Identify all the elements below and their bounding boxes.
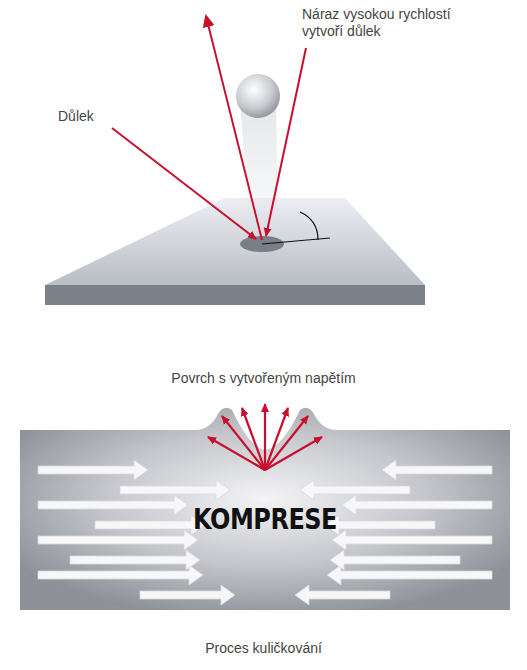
compression-arrow	[325, 515, 435, 535]
compression-arrow	[38, 460, 148, 480]
compression-arrow	[332, 530, 492, 550]
block-label: KOMPRESE	[193, 504, 337, 536]
compression-arrow	[70, 550, 200, 570]
compression-arrow	[330, 550, 460, 570]
compression-arrow	[300, 480, 410, 500]
compressed-block: KOMPRESE	[150, 495, 380, 545]
compression-arrow	[38, 530, 198, 550]
dent-label: Důlek	[58, 108, 94, 125]
compression-arrow	[140, 585, 235, 605]
compression-arrow	[382, 460, 492, 480]
compression-arrow	[295, 585, 390, 605]
surface-label: Povrch s vytvořeným napětím	[0, 370, 527, 387]
impact-label: Náraz vysokou rychlostí vytvoří důlek	[302, 6, 477, 40]
compression-arrow	[120, 480, 230, 500]
compression-arrow	[38, 495, 188, 515]
compression-arrow	[38, 565, 203, 585]
caption: Proces kuličkování	[0, 640, 527, 657]
compression-arrow	[327, 565, 492, 585]
compression-arrow	[95, 515, 205, 535]
compression-arrow	[342, 495, 492, 515]
